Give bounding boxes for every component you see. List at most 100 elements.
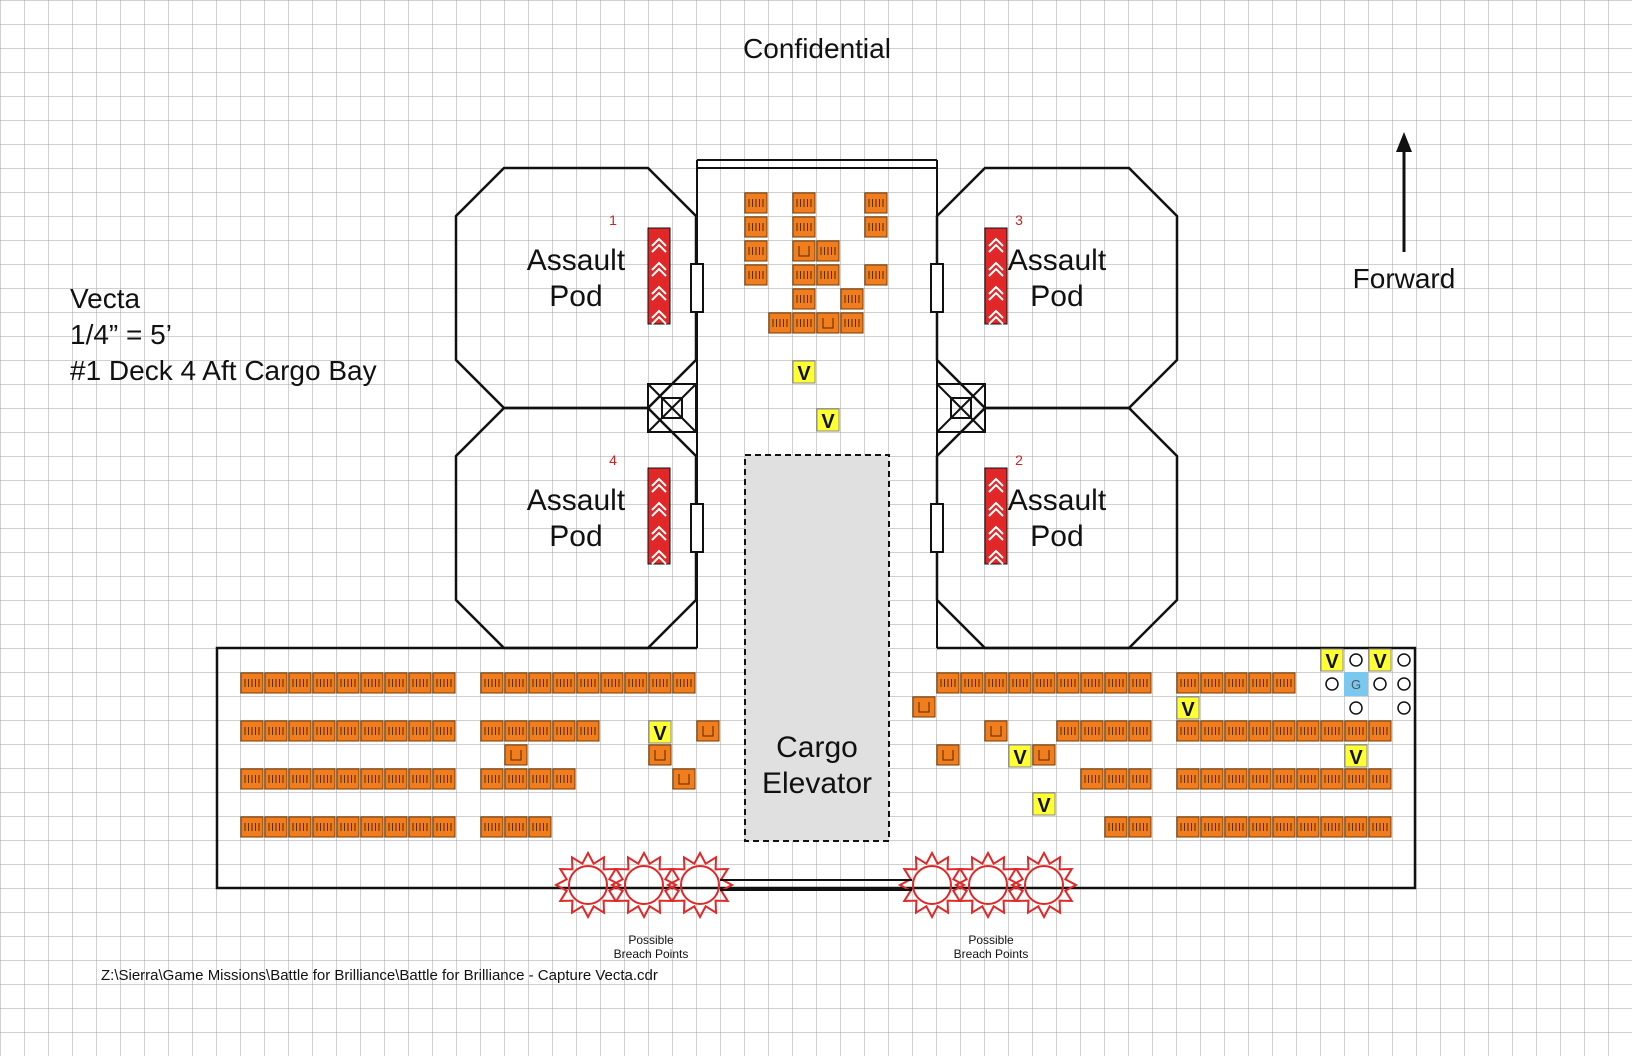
cargo-crate — [816, 240, 840, 262]
cargo-crate — [1128, 816, 1152, 838]
cargo-crate — [1128, 768, 1152, 790]
cargo-crate — [744, 192, 768, 214]
pod-label-line1: Assault — [527, 244, 626, 277]
cargo-crate — [288, 672, 312, 694]
guard-ring — [1325, 677, 1339, 691]
cargo-crate — [960, 672, 984, 694]
cargo-crate — [864, 264, 888, 286]
open-crate — [648, 744, 672, 766]
cargo-crate — [288, 720, 312, 742]
cargo-crate — [1344, 816, 1368, 838]
cargo-crate — [312, 816, 336, 838]
cargo-crate — [432, 768, 456, 790]
cargo-crate — [1320, 816, 1344, 838]
cargo-crate — [648, 672, 672, 694]
cargo-crate — [552, 768, 576, 790]
guard-ring — [1349, 653, 1363, 667]
cargo-crate — [336, 768, 360, 790]
cargo-crate — [1104, 768, 1128, 790]
cargo-crate — [1248, 816, 1272, 838]
cargo-crate — [1104, 816, 1128, 838]
cargo-crate — [1200, 768, 1224, 790]
cargo-crate — [768, 312, 792, 334]
cargo-crate — [936, 672, 960, 694]
vehicle-label: V — [653, 723, 667, 745]
cargo-crate — [360, 672, 384, 694]
cargo-crate — [312, 768, 336, 790]
cargo-crate — [264, 720, 288, 742]
guard-ring — [1349, 701, 1363, 715]
cargo-crate — [384, 816, 408, 838]
cargo-crate — [336, 672, 360, 694]
breach-point-icon — [665, 850, 735, 920]
cargo-crate — [384, 672, 408, 694]
cargo-crate — [1296, 768, 1320, 790]
map-scale: 1/4” = 5’ — [70, 319, 172, 350]
cargo-crate — [552, 720, 576, 742]
cargo-crate — [1272, 672, 1296, 694]
cargo-crate — [552, 672, 576, 694]
cargo-crate — [1200, 720, 1224, 742]
cargo-crate — [408, 672, 432, 694]
cargo-crate — [840, 312, 864, 334]
cargo-crate — [1056, 720, 1080, 742]
cargo-crate — [816, 264, 840, 286]
cargo-crate — [1104, 720, 1128, 742]
cargo-crate — [984, 672, 1008, 694]
vehicle-label: V — [1037, 795, 1051, 817]
breach-label-left-line2: Breach Points — [614, 947, 689, 961]
cargo-crate — [1176, 720, 1200, 742]
cargo-crate — [480, 672, 504, 694]
cargo-crate — [336, 816, 360, 838]
assault-pods: AssaultPod1AssaultPod3AssaultPod4Assault… — [454, 166, 1179, 650]
vehicle-marker: V — [792, 360, 816, 385]
cargo-crate — [840, 288, 864, 310]
cargo-crate — [1320, 720, 1344, 742]
cargo-crate — [1080, 672, 1104, 694]
vehicle-label: V — [1325, 651, 1339, 673]
airlock-right — [936, 383, 986, 433]
file-path: Z:\Sierra\Game Missions\Battle for Brill… — [101, 967, 658, 984]
vehicle-marker: V — [816, 408, 840, 433]
cargo-crate — [264, 672, 288, 694]
open-crate — [984, 720, 1008, 742]
cargo-crate — [1056, 672, 1080, 694]
cargo-crate — [792, 264, 816, 286]
cargo-crate — [1344, 768, 1368, 790]
cargo-crate — [504, 672, 528, 694]
cargo-crate — [1128, 720, 1152, 742]
cargo-crate — [1224, 720, 1248, 742]
cargo-crate — [504, 816, 528, 838]
cargo-crate — [576, 720, 600, 742]
cargo-crate — [240, 672, 264, 694]
cargo-crate — [480, 816, 504, 838]
cargo-crate — [864, 216, 888, 238]
pod-label-line2: Pod — [1030, 280, 1083, 313]
cargo-crate — [576, 672, 600, 694]
cargo-crate — [792, 192, 816, 214]
cargo-crate — [1248, 768, 1272, 790]
cargo-crate — [1032, 672, 1056, 694]
cargo-crates — [240, 192, 1392, 838]
pod-seats — [984, 467, 1008, 565]
cargo-crate — [1008, 672, 1032, 694]
vehicle-marker: V — [1032, 792, 1056, 817]
guard-ring — [1397, 701, 1411, 715]
cargo-crate — [1272, 768, 1296, 790]
breach-label-right-line1: Possible — [968, 933, 1014, 947]
pod-number: 4 — [609, 452, 617, 468]
cargo-crate — [528, 720, 552, 742]
open-crate — [936, 744, 960, 766]
open-crate — [672, 768, 696, 790]
cargo-crate — [504, 768, 528, 790]
cargo-crate — [792, 216, 816, 238]
cargo-elevator — [744, 454, 890, 842]
cargo-crate — [1368, 768, 1392, 790]
cargo-crate — [1272, 816, 1296, 838]
cargo-crate — [408, 720, 432, 742]
cargo-crate — [1080, 720, 1104, 742]
cargo-crate — [792, 288, 816, 310]
guard-rings — [1325, 653, 1411, 715]
cargo-crate — [1272, 720, 1296, 742]
pod-seats — [984, 227, 1008, 325]
